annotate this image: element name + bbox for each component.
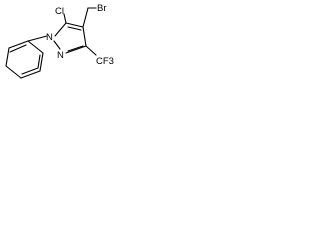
bond — [27, 40, 44, 54]
aromatic-inner-bond — [37, 54, 41, 69]
bond — [54, 22, 67, 37]
phenyl-ring — [5, 40, 44, 79]
double-bond — [67, 45, 84, 52]
bond — [65, 22, 84, 28]
bond — [8, 40, 29, 49]
nitrogen-2-label: N — [57, 50, 64, 61]
aromatic-inner-bond — [9, 44, 27, 53]
nitrogen-1-label: N — [46, 32, 53, 43]
trifluoromethyl-label: CF3 — [96, 56, 114, 67]
c-cl-bond — [63, 13, 67, 24]
aromatic-inner-bond — [21, 67, 39, 75]
bond — [5, 65, 22, 79]
chlorine-label: Cl — [55, 6, 64, 17]
c-ch2-bond — [82, 7, 89, 28]
bond — [53, 40, 61, 50]
bond — [20, 70, 41, 79]
bond — [5, 47, 10, 67]
c-cf3-bond — [85, 45, 97, 56]
n-phenyl-bond — [27, 35, 48, 42]
bond — [82, 26, 87, 47]
pyrazole-ring — [53, 22, 87, 54]
bond — [39, 52, 44, 72]
bond — [65, 45, 87, 54]
bromine-label: Br — [97, 3, 107, 14]
chemical-structure: Br Cl N N CF3 — [5, 3, 114, 79]
double-bond — [67, 26, 82, 31]
